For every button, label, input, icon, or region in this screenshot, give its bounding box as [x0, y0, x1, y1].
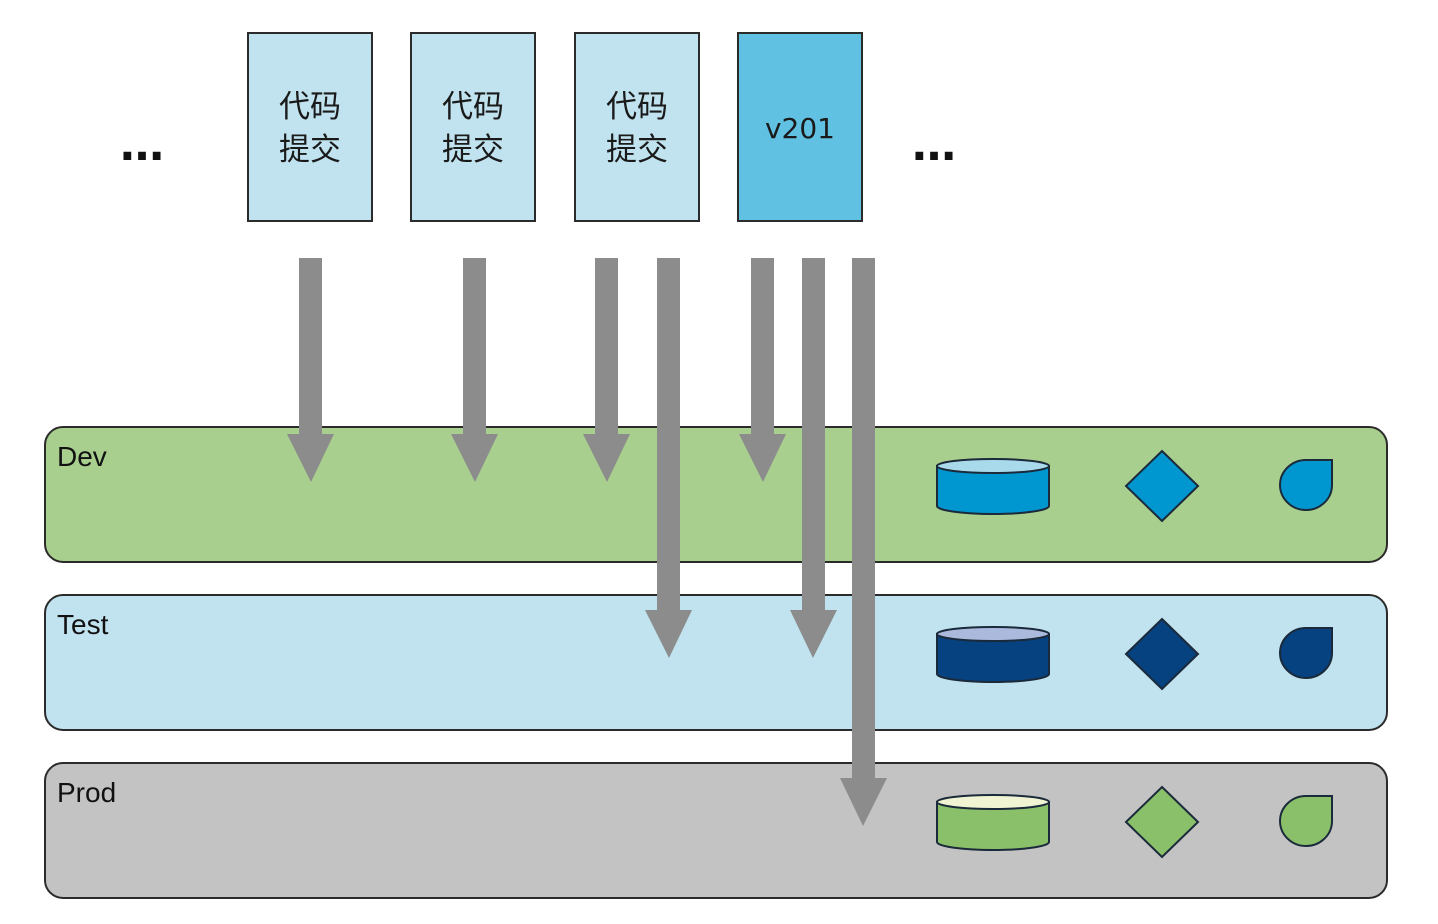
env-lane-dev-bg — [44, 426, 1388, 563]
test-resources — [936, 617, 1333, 691]
ellipsis-left: … — [120, 120, 170, 171]
commit-box-2-line1: 代码 — [442, 89, 504, 125]
env-label-prod: Prod — [57, 777, 116, 808]
commit-box-3-line1: 代码 — [606, 89, 668, 125]
drop-icon — [1279, 459, 1333, 511]
diamond-icon — [1124, 449, 1200, 523]
diamond-icon — [1124, 785, 1200, 859]
arrow-commit-3-test — [645, 258, 692, 658]
env-lane-test-bg — [44, 594, 1388, 731]
release-box-label: v201 — [765, 112, 835, 145]
prod-resources — [936, 785, 1333, 859]
diamond-icon — [1124, 617, 1200, 691]
env-label-test: Test — [57, 609, 109, 640]
arrow-v201-dev — [739, 258, 786, 482]
drop-icon — [1279, 795, 1333, 847]
env-lane-prod: Prod — [44, 762, 1388, 899]
arrow-v201-prod — [840, 258, 887, 826]
drop-icon — [1279, 627, 1333, 679]
commit-box-3-line2: 提交 — [606, 132, 668, 168]
arrow-v201-test — [790, 258, 837, 658]
database-icon — [936, 458, 1050, 515]
commit-box-1-line2: 提交 — [279, 132, 341, 168]
dev-resources — [936, 449, 1333, 523]
commit-box-1: 代码 提交 — [247, 32, 373, 222]
env-label-dev: Dev — [57, 441, 107, 472]
commit-box-2-line2: 提交 — [442, 132, 504, 168]
release-box-v201: v201 — [737, 32, 863, 222]
env-lane-test: Test — [44, 594, 1388, 731]
ellipsis-right: … — [912, 120, 962, 171]
arrow-commit-3-dev — [583, 258, 630, 482]
database-icon — [936, 626, 1050, 683]
commit-box-3: 代码 提交 — [574, 32, 700, 222]
env-lane-prod-bg — [44, 762, 1388, 899]
arrow-commit-2-dev — [451, 258, 498, 482]
commit-box-1-line1: 代码 — [279, 89, 341, 125]
arrow-commit-1-dev — [287, 258, 334, 482]
database-icon — [936, 794, 1050, 851]
commit-box-2: 代码 提交 — [410, 32, 536, 222]
env-lane-dev: Dev — [44, 426, 1388, 563]
